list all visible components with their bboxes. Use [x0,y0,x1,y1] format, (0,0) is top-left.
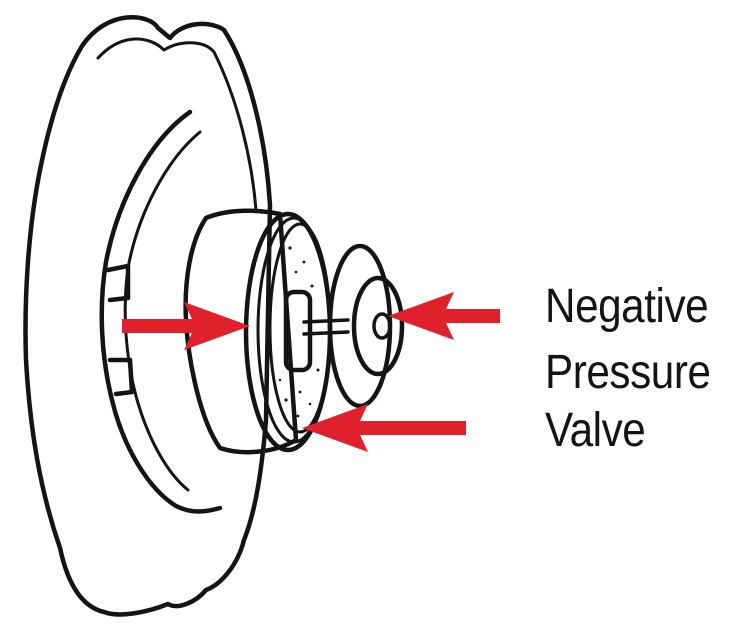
seal-disc-face [268,222,332,434]
cap-notch [105,263,131,303]
cap-notch [107,357,135,397]
disc-center-slot [283,289,313,373]
cap-outer-shell [23,15,273,617]
arrow-valve-right [388,292,500,340]
label-line-2: Pressure [545,346,711,399]
cap-outer-shell-inner-edge [96,37,258,212]
arrow-seal-left [122,302,250,350]
spring-housing [183,208,299,455]
label-line-1: Negative [545,280,709,333]
valve-stem [302,318,350,336]
disc-speckles [278,246,322,418]
arrow-seal-lower [302,404,466,452]
valve-washer-hole [372,312,392,340]
cap-inner-rim [99,109,223,514]
label-line-3: Valve [545,404,646,457]
valve-washer-inner [351,275,405,377]
valve-washer-outer [327,243,393,409]
arrows-group [122,292,500,452]
